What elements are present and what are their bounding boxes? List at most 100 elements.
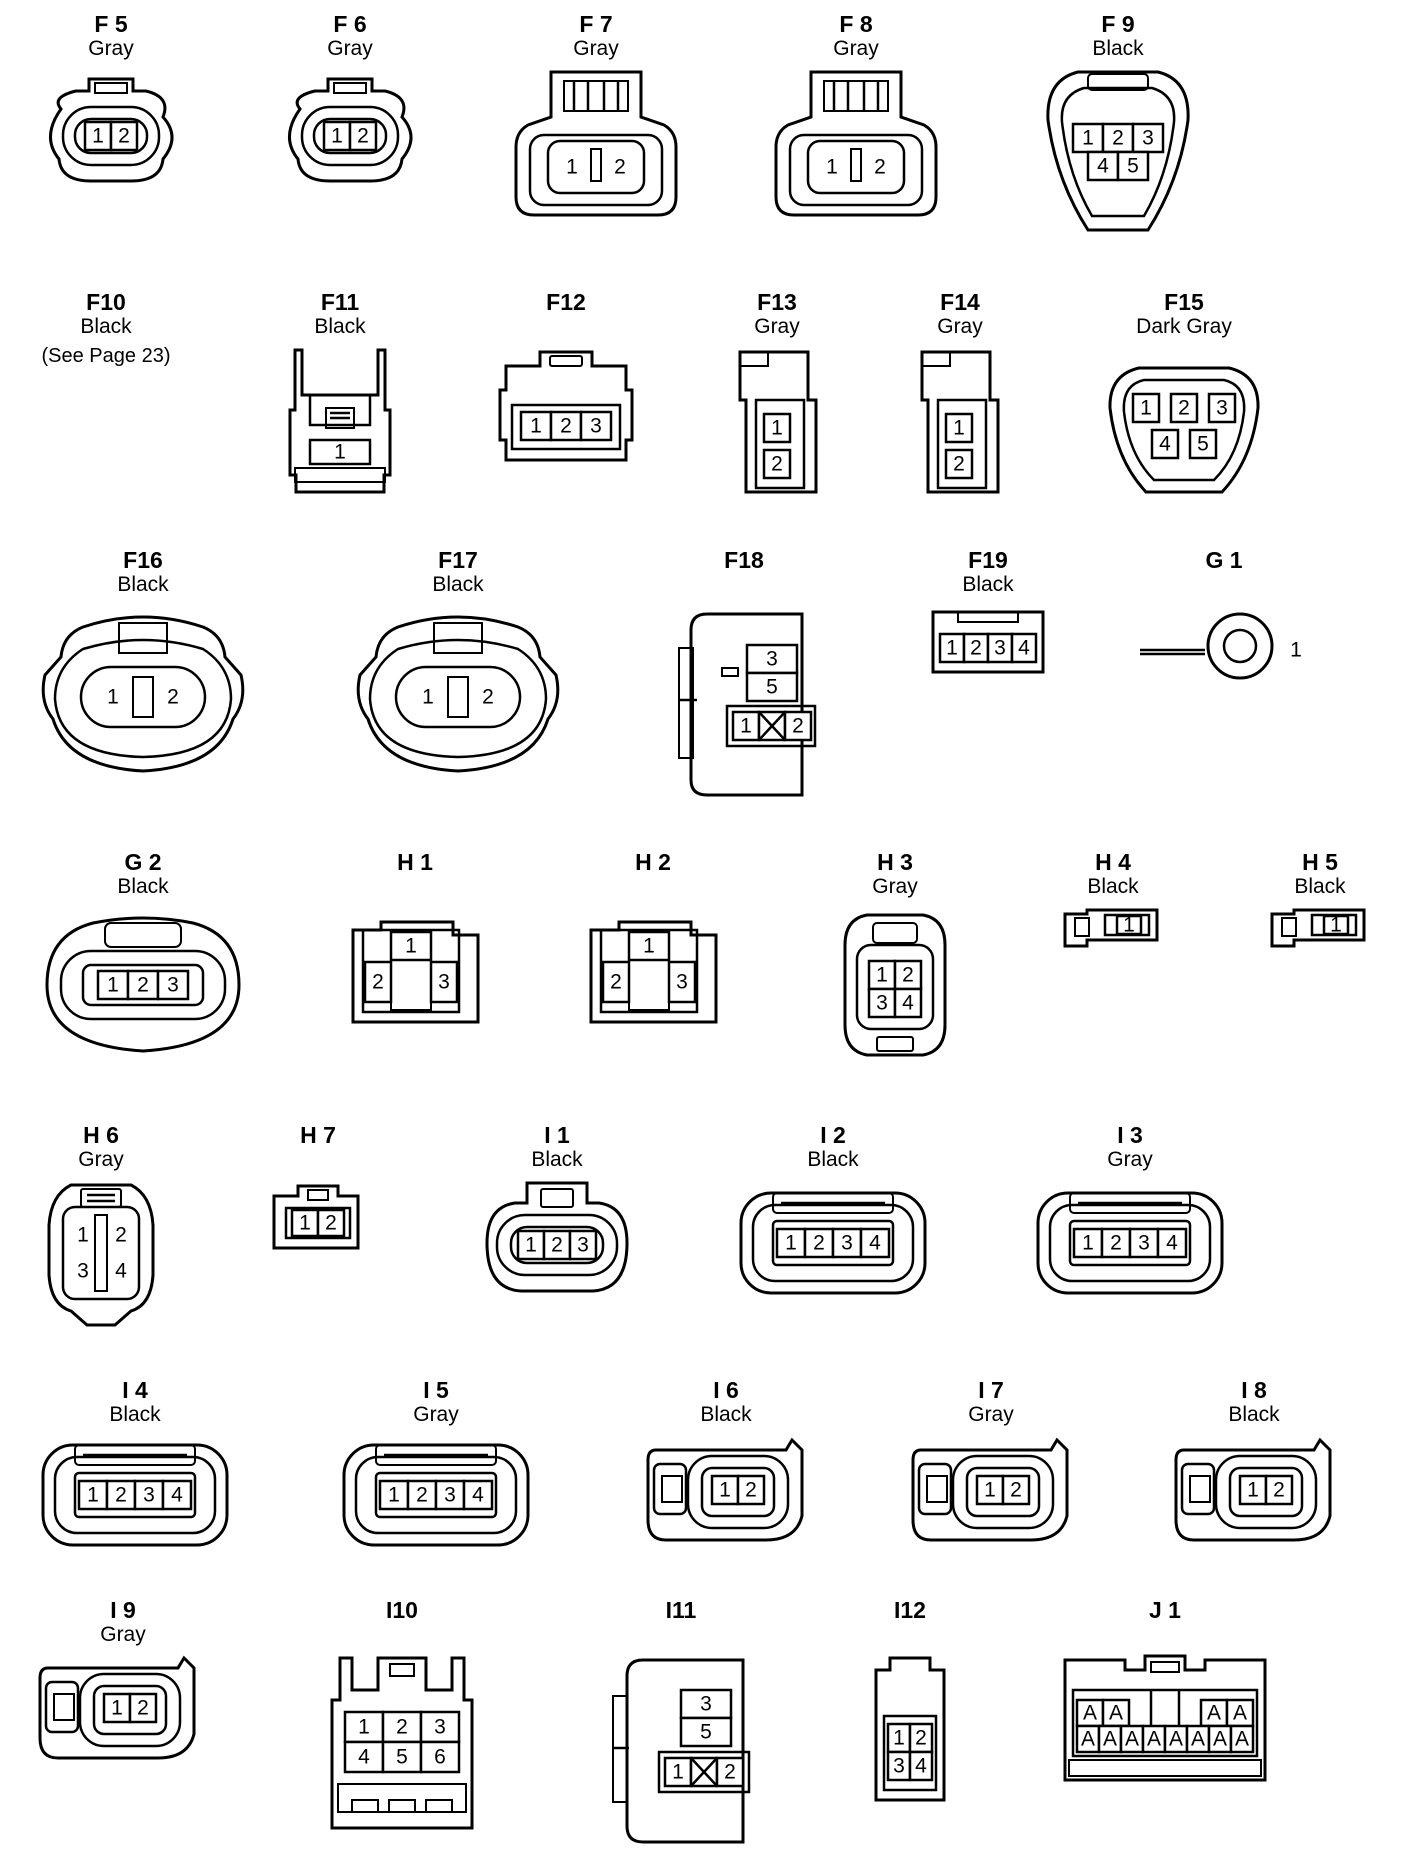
connector-outline xyxy=(73,1471,197,1519)
key xyxy=(132,676,154,718)
connector-label: I12 xyxy=(894,1597,926,1623)
latch xyxy=(74,1444,196,1466)
pin-number: 1 xyxy=(299,1212,311,1235)
pin-number: 1 xyxy=(785,1232,797,1255)
pin-number: 2 xyxy=(610,971,622,994)
connector-outline xyxy=(368,638,548,759)
side-cavity xyxy=(926,1475,948,1503)
pin-number: 3 xyxy=(438,971,450,994)
connector-outline xyxy=(1071,1688,1259,1758)
pin-number: 4 xyxy=(1018,637,1030,660)
pin-number: 1 xyxy=(87,1484,99,1507)
pin-cell xyxy=(1010,632,1038,664)
pin-cell xyxy=(579,410,613,442)
pin-number: 4 xyxy=(1166,1232,1178,1255)
connector-outline xyxy=(874,1656,946,1802)
connector-code: H 3 xyxy=(877,849,913,875)
pin-number: A xyxy=(1083,1702,1097,1725)
connector-code: H 4 xyxy=(1095,849,1131,875)
latch xyxy=(375,1444,497,1466)
pin-number: 5 xyxy=(1127,155,1139,178)
pin-number: 2 xyxy=(874,156,886,179)
pin-number: 1 xyxy=(388,1484,400,1507)
blank-cavity xyxy=(690,1757,718,1787)
pin-number: 2 xyxy=(482,686,494,709)
pin-number: 1 xyxy=(893,1727,905,1750)
connector-color: Black xyxy=(117,573,169,596)
pin-cell xyxy=(710,1474,740,1506)
latch xyxy=(389,1663,415,1677)
pin-number: 2 xyxy=(1110,1232,1122,1255)
connector-color: Black xyxy=(1092,37,1144,60)
connector-outline xyxy=(855,943,935,1031)
connector-g1: 1 xyxy=(1140,612,1302,680)
pin-number: 2 xyxy=(396,1716,408,1739)
pin-number: 4 xyxy=(902,992,914,1015)
connector-outline xyxy=(61,105,161,167)
side-cavity xyxy=(53,1693,75,1721)
latch xyxy=(739,351,769,367)
latch xyxy=(563,80,629,112)
pin-number: 3 xyxy=(590,415,602,438)
pin-cell xyxy=(516,1229,546,1261)
connector-outline xyxy=(936,398,988,490)
connector-outline xyxy=(1048,1203,1212,1283)
pin-cell xyxy=(1229,1724,1255,1754)
connector-outline xyxy=(92,1684,168,1736)
pin-number: 1 xyxy=(1330,914,1342,937)
connector-outline xyxy=(1060,86,1176,218)
pin-cell xyxy=(406,1479,438,1511)
ring-terminal xyxy=(1206,612,1274,680)
connector-code: H 7 xyxy=(300,1122,336,1148)
pin-number: 1 xyxy=(405,935,417,958)
pin-cell xyxy=(762,412,792,444)
connector-code: I 4 xyxy=(122,1377,148,1403)
connector-outline xyxy=(1270,908,1366,948)
pin-cell xyxy=(343,1740,385,1774)
pin-cell xyxy=(893,987,923,1019)
pin-number: 3 xyxy=(876,992,888,1015)
connector-color: Dark Gray xyxy=(1136,315,1232,338)
pin-number: 2 xyxy=(325,1212,337,1235)
connector-color: Black xyxy=(314,315,366,338)
connector-outline xyxy=(1214,1454,1318,1530)
pin-cell xyxy=(944,412,974,444)
connector-label: F12 xyxy=(546,289,586,315)
connector-outline xyxy=(53,638,233,759)
pin-number: 1 xyxy=(876,964,888,987)
pin-number: 2 xyxy=(1112,127,1124,150)
pin-number: 1 xyxy=(1082,127,1094,150)
connector-outline xyxy=(44,1680,80,1734)
pin-cell xyxy=(568,1229,598,1261)
pin-number: 2 xyxy=(902,964,914,987)
pin-cell xyxy=(1116,150,1150,182)
pin-number: 3 xyxy=(77,1260,89,1283)
pin-number: 2 xyxy=(118,125,130,148)
pin-number: 4 xyxy=(472,1484,484,1507)
pin-number: 3 xyxy=(841,1232,853,1255)
connector-outline xyxy=(788,133,924,207)
connector-outline xyxy=(79,665,207,729)
connector-code: H 1 xyxy=(397,849,433,875)
pin-number: 1 xyxy=(953,417,965,440)
pin-number: 1 xyxy=(107,974,119,997)
latch xyxy=(94,82,128,94)
connector-code: I 8 xyxy=(1241,1377,1267,1403)
key xyxy=(447,676,469,718)
connector-outline xyxy=(917,1462,953,1516)
connector-code: F19 xyxy=(968,547,1008,573)
